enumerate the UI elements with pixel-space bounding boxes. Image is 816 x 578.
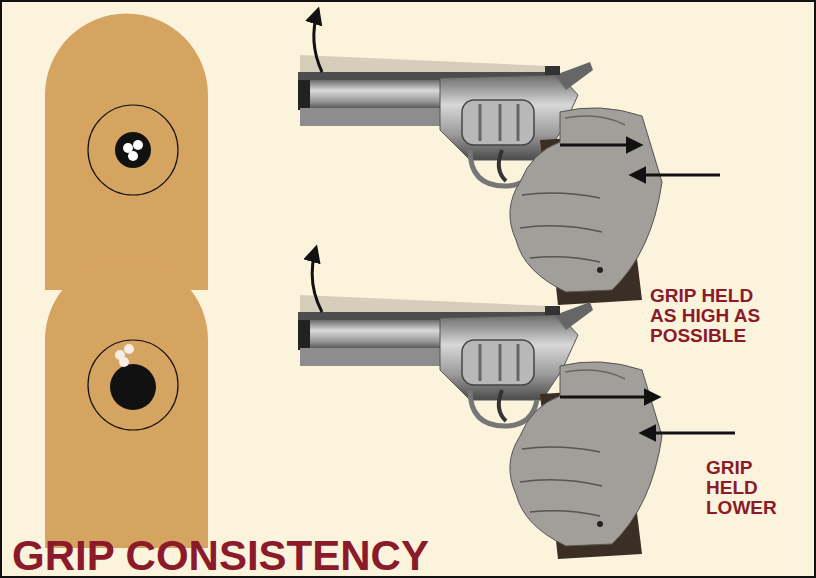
target-low-part: [88, 340, 178, 430]
target-low: [45, 259, 208, 549]
target-high-part: [115, 132, 151, 168]
revolver-low-part: [510, 362, 662, 559]
revolver-high-part: [510, 108, 662, 305]
target-high-part: [88, 105, 178, 195]
target-high-part: [133, 140, 143, 150]
diagram-title: GRIP CONSISTENCY: [12, 534, 532, 578]
grip-label: GRIP HELD AS HIGH AS POSSIBLE: [650, 286, 780, 346]
grip-label: GRIP HELD LOWER: [706, 458, 782, 518]
revolver-high: [298, 10, 720, 305]
revolver-high-part: [314, 10, 322, 72]
target-high: [45, 14, 208, 291]
revolver-high-part: [632, 174, 720, 177]
revolver-low-part: [312, 248, 322, 312]
revolver-high-part: [560, 144, 640, 147]
target-low-part: [124, 344, 134, 354]
target-low-part: [45, 259, 208, 549]
target-high-part: [128, 151, 138, 161]
target-low-part: [110, 364, 156, 410]
revolver-low-part: [642, 432, 735, 435]
revolver-low-part: [560, 396, 658, 399]
target-low-part: [119, 357, 129, 367]
target-high-part: [45, 14, 208, 291]
